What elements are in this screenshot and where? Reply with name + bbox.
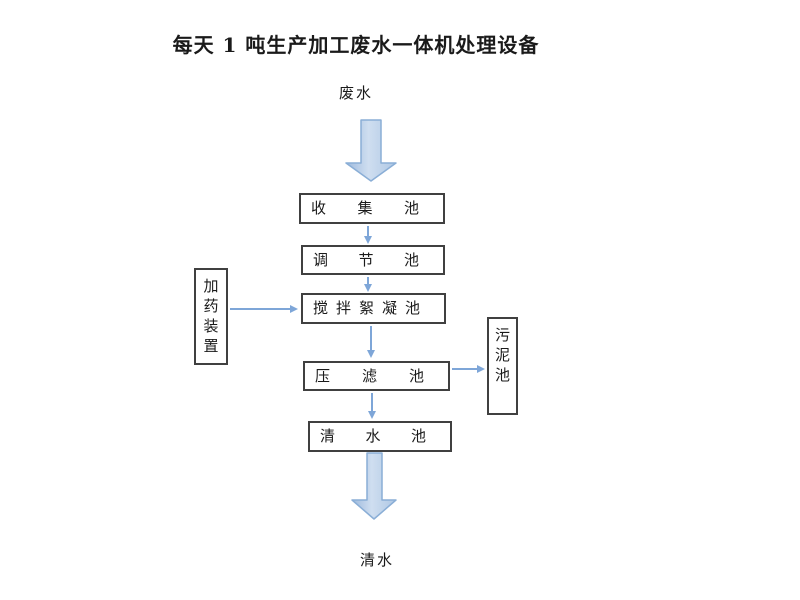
box-press-filter-pool-label: 压 滤 池	[315, 366, 424, 385]
box-regulation-pool-label: 调 节 池	[313, 250, 419, 269]
connector-arrowhead-down-icon	[368, 411, 376, 419]
box-clear-water-pool-label: 清 水 池	[320, 427, 426, 445]
box-dosing-device-label: 加药装置	[203, 277, 219, 355]
connector-arrowhead-down-icon	[364, 236, 372, 244]
box-collection-pool-label: 收 集 池	[311, 199, 419, 217]
connector-arrowhead-right-icon	[290, 305, 298, 313]
box-press-filter-pool: 压 滤 池	[303, 361, 450, 391]
connector-arrowhead-down-icon	[367, 350, 375, 358]
box-flocculation-pool: 搅 拌 絮 凝 池	[301, 293, 446, 324]
connector-collection-to-regulation	[367, 226, 369, 236]
connector-filter-to-sludge	[452, 368, 477, 370]
box-clear-water-pool: 清 水 池	[308, 421, 452, 452]
box-flocculation-pool-label: 搅 拌 絮 凝 池	[313, 299, 420, 317]
input-flow-label: 废水	[338, 84, 374, 102]
connector-dosing-to-flocculation	[230, 308, 290, 310]
box-sludge-pool-label: 污泥池	[494, 326, 510, 384]
connector-arrowhead-right-icon	[477, 365, 485, 373]
page-title: 每天 1 吨生产加工废水一体机处理设备	[172, 33, 540, 57]
connector-flocculation-to-filter	[370, 326, 372, 350]
connector-regulation-to-flocculation	[367, 277, 369, 284]
box-collection-pool: 收 集 池	[299, 193, 445, 224]
box-sludge-pool: 污泥池	[487, 317, 518, 415]
box-regulation-pool: 调 节 池	[301, 245, 445, 275]
inflow-block-arrow-down-icon	[345, 119, 397, 182]
box-dosing-device: 加药装置	[194, 268, 228, 365]
connector-arrowhead-down-icon	[364, 284, 372, 292]
connector-filter-to-clearwater	[371, 393, 373, 411]
outflow-block-arrow-down-icon	[351, 452, 397, 520]
output-flow-label: 清水	[359, 551, 395, 569]
